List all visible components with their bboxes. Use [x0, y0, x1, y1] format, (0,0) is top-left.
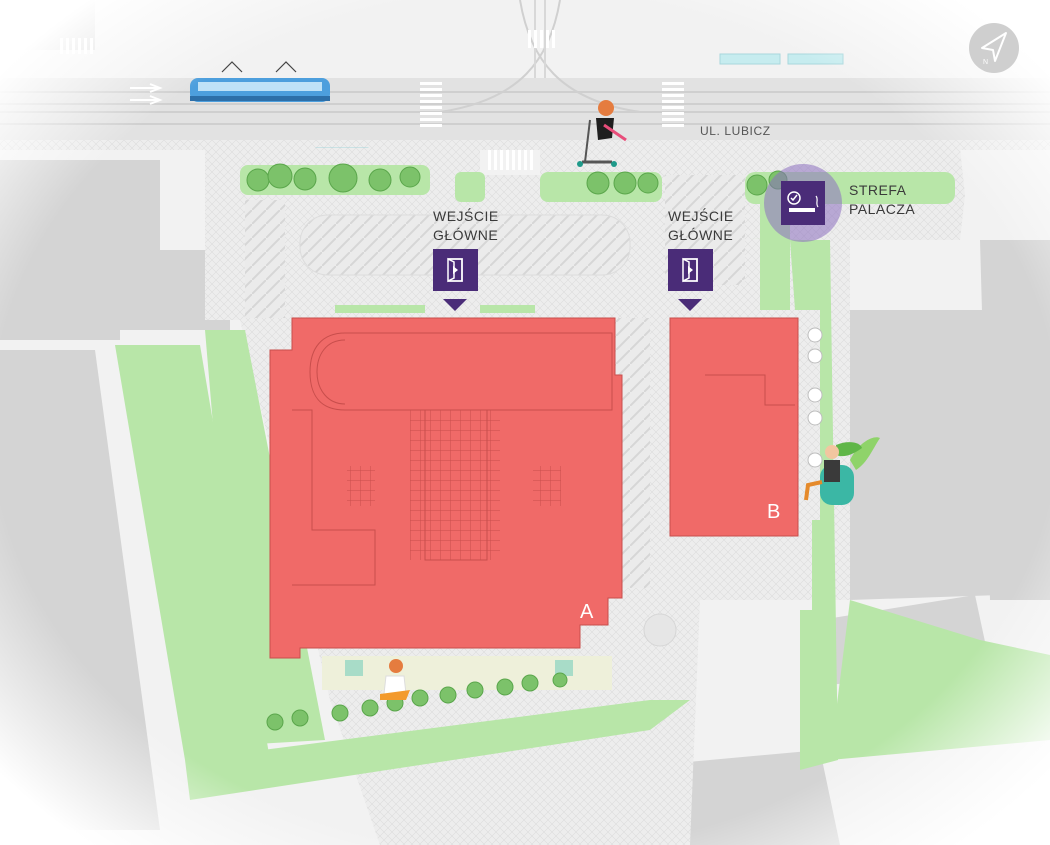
- no-smoking-zone-icon: [781, 181, 825, 225]
- street-name-label: UL. LUBICZ: [700, 124, 771, 138]
- building-b-label: B: [767, 501, 780, 523]
- door-enter-icon: [433, 249, 478, 291]
- tram-stop-shelter: [787, 53, 844, 65]
- entrance-b-line2: GŁÓWNE: [668, 227, 733, 243]
- smoking-area-line2: PALACZA: [849, 201, 915, 217]
- building-a-label: A: [580, 601, 594, 623]
- building-b: B: [669, 317, 799, 537]
- terrace: [322, 656, 612, 690]
- north-arrow-icon[interactable]: N: [969, 23, 1019, 73]
- building-a: A: [269, 317, 623, 659]
- svg-text:N: N: [983, 59, 988, 66]
- entrance-a-line1: WEJŚCIE: [433, 207, 499, 224]
- door-enter-icon: [668, 249, 713, 291]
- entrance-a-line2: GŁÓWNE: [433, 227, 498, 243]
- tram-stop-shelter: [719, 53, 781, 65]
- entrance-b-line1: WEJŚCIE: [668, 207, 734, 224]
- smoking-area-line1: STREFA: [849, 182, 907, 198]
